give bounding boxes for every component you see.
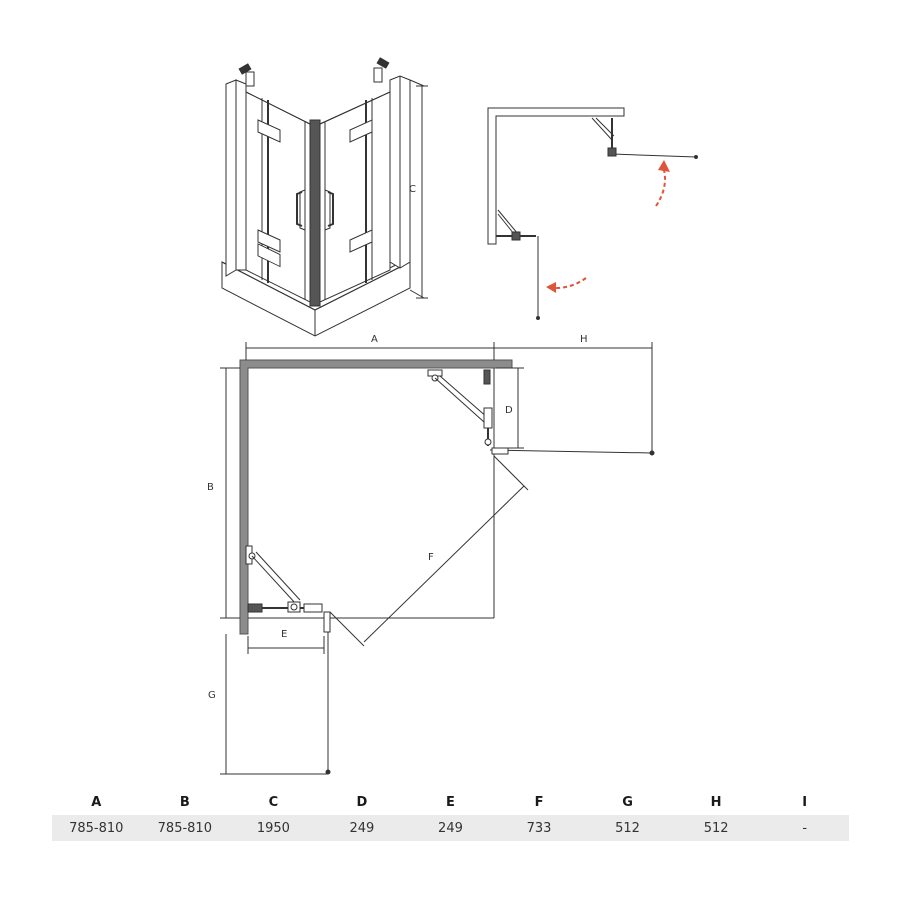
wall-bracket-icon bbox=[238, 57, 390, 87]
right-handle-icon bbox=[324, 189, 334, 231]
dimension-label-c: C bbox=[409, 184, 416, 195]
spec-value: 1950 bbox=[229, 815, 318, 841]
left-wall-profile bbox=[225, 79, 247, 277]
hinge-icon bbox=[257, 243, 281, 268]
spec-header: B bbox=[179, 794, 190, 810]
dimension-g-line bbox=[220, 634, 328, 775]
spec-header: F bbox=[534, 794, 544, 810]
opening-arrow-icon bbox=[555, 277, 587, 289]
dimension-a-line bbox=[245, 342, 495, 360]
dimension-label-f: F bbox=[428, 552, 434, 563]
isometric-view bbox=[221, 57, 428, 337]
right-wall-profile bbox=[389, 75, 411, 269]
spec-header: D bbox=[356, 794, 368, 810]
spec-header: A bbox=[91, 794, 102, 810]
spec-value: - bbox=[760, 815, 849, 841]
dimension-label-a: A bbox=[371, 334, 378, 345]
dimension-label-d: D bbox=[505, 405, 513, 416]
schema-wall bbox=[487, 107, 625, 245]
spec-value: 512 bbox=[671, 815, 761, 841]
opening-arrow-icon bbox=[655, 169, 666, 207]
spec-table-row: 785-810 785-810 1950 249 249 733 512 512… bbox=[52, 815, 849, 841]
dimension-label-g: G bbox=[208, 690, 216, 701]
dimension-label-b: B bbox=[207, 482, 214, 493]
dimension-b-line bbox=[220, 367, 240, 619]
corner-post bbox=[309, 119, 321, 307]
spec-header: I bbox=[802, 794, 808, 810]
spec-value: 512 bbox=[583, 815, 672, 841]
dimension-e-line bbox=[247, 636, 325, 654]
shower-enclosure-diagram: C bbox=[207, 57, 698, 775]
spec-table: A B C D E F G H I 785-810 785-810 1950 2… bbox=[52, 789, 849, 841]
opening-schema bbox=[487, 107, 698, 320]
plan-wall bbox=[239, 359, 513, 635]
spec-header: E bbox=[446, 794, 455, 810]
spec-header: G bbox=[622, 794, 633, 810]
spec-value: 785-810 bbox=[52, 815, 141, 841]
dimension-h-line bbox=[494, 342, 653, 453]
spec-value: 249 bbox=[406, 815, 495, 841]
dimension-label-h: H bbox=[580, 334, 588, 345]
plan-view bbox=[220, 342, 655, 775]
dimension-c-line bbox=[409, 79, 428, 299]
spec-table-header-row: A B C D E F G H I bbox=[52, 789, 849, 815]
spec-value: 733 bbox=[494, 815, 584, 841]
left-handle-icon bbox=[296, 189, 306, 231]
dimension-label-e: E bbox=[281, 629, 287, 640]
spec-header: H bbox=[710, 794, 722, 810]
spec-value: 249 bbox=[317, 815, 407, 841]
dimension-d-line bbox=[496, 367, 524, 449]
spec-value: 785-810 bbox=[140, 815, 230, 841]
dimension-f-line bbox=[329, 455, 529, 647]
spec-header: C bbox=[268, 794, 279, 810]
